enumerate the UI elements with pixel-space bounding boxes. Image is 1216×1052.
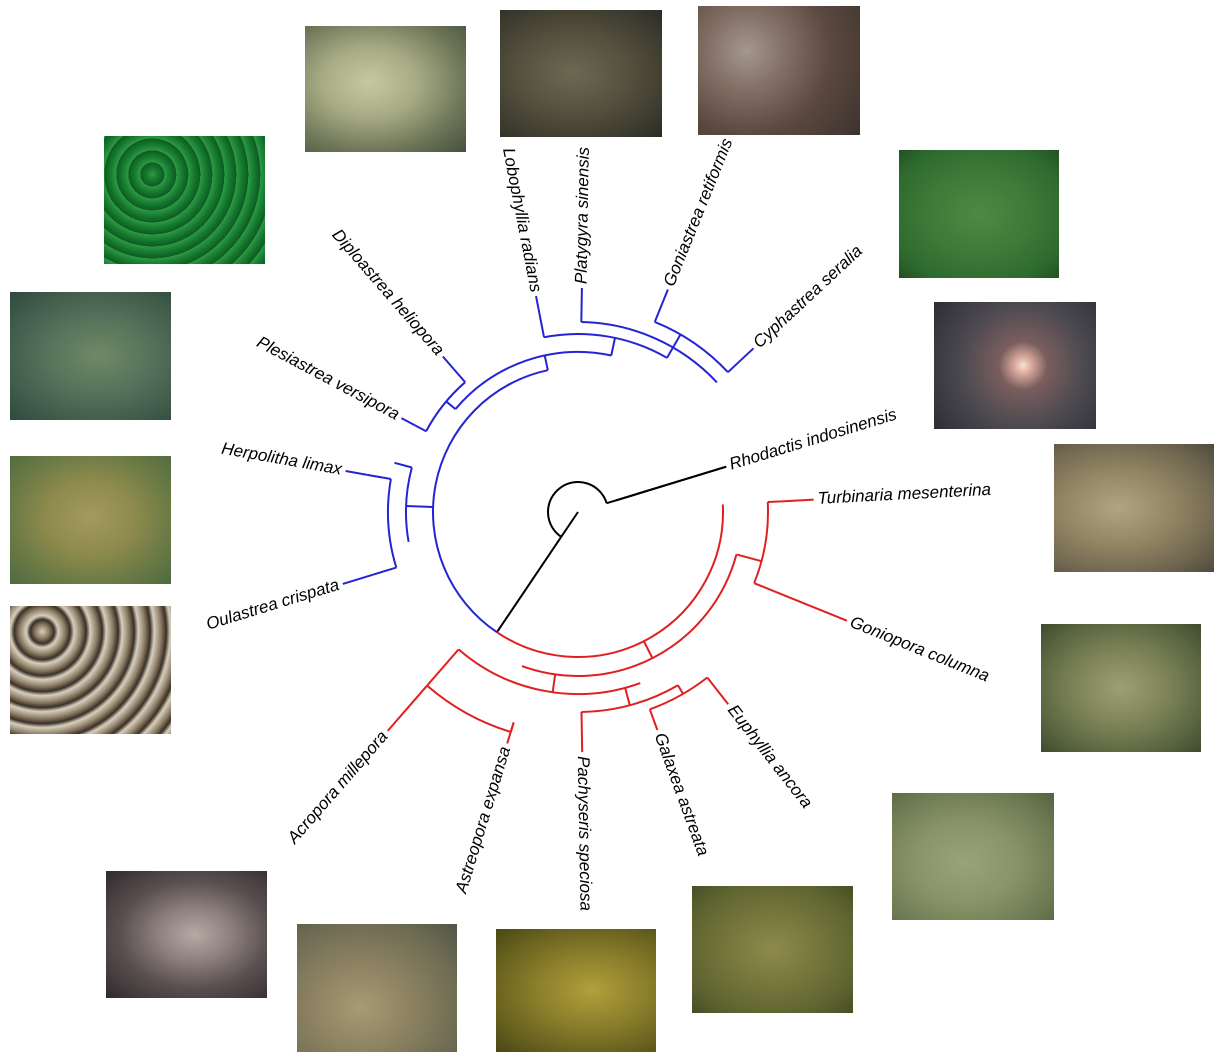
leaf-plesiastrea [401,418,415,426]
root-arc [548,482,607,537]
taxon-label-galaxea: Galaxea astreata [651,730,713,858]
taxon-label-pachyseris: Pachyseris speciosa [574,756,596,911]
leaf-herpolitha [346,471,368,475]
arc-turb-gon [754,502,768,583]
taxon-label-acropora: Acropora millepora [283,727,392,848]
stem-acro-ast [427,649,458,685]
stem-robust-complex [611,338,615,356]
leaf-galaxea [653,719,657,730]
arc-gal-eup [650,677,707,709]
leaf-euphyllia [717,690,728,704]
stem-galaxea [650,709,653,718]
stem-complex-top [545,355,548,370]
stem-turb-gon [736,554,761,561]
stem-herp-oul [394,463,411,468]
arc-acro-ast [427,686,511,732]
arc-cyph-gon [655,322,728,372]
leaf-cyphastrea [743,348,754,358]
leaf-lobophyllia [536,296,539,314]
taxon-label-euphyllia: Euphyllia ancora [724,701,816,812]
stem-goniastrea [655,303,662,322]
leaf-rhodactis [616,467,726,501]
stem-cgp [667,347,673,357]
taxon-label-oulastrea: Oulastrea crispata [204,575,341,634]
leaf-goniastrea [662,289,668,303]
stem-goniopora [754,583,774,591]
stem-lower-complex [406,506,433,507]
taxon-label-platygyra: Platygyra sinensis [571,146,592,284]
taxon-label-goniastrea: Goniastrea retiformis [660,135,737,289]
stem-acro-ast-group [553,674,556,692]
arc-lower-complex [406,467,412,541]
stem-lobophyllia [539,314,544,338]
stem-robust-inner [644,641,653,658]
taxon-label-diploastrea: Diploastrea heliopora [328,225,448,359]
taxon-label-lobophyllia: Lobophyllia radians [499,146,546,294]
leaf-astreopora [507,722,513,743]
stem-plesiastrea-a [416,426,427,432]
leaf-diploastrea [443,357,453,369]
stem-euphyllia [707,677,717,690]
taxon-label-turbinaria: Turbinaria mesenterina [817,480,991,508]
leaf-turbinaria [782,500,814,502]
stem-herpolitha [367,475,391,479]
stem-gal-eup [678,685,683,694]
stem-diploastrea [453,369,465,383]
leaf-oulastrea [343,575,374,584]
root-stub [561,512,578,537]
arc-complex-upper [455,352,611,409]
leaf-acropora [388,705,410,731]
arc-pgE [581,685,678,712]
stem-pgE [625,688,630,705]
stem-turbinaria [768,501,782,502]
stem-cyphastrea [728,359,743,373]
leaf-goniopora [775,591,847,620]
taxon-label-cyphastrea: Cyphastrea seralia [749,241,866,352]
taxon-label-plesiastrea: Plesiastrea versipora [254,332,403,423]
stem-plesi-diplo [446,401,455,409]
taxon-label-astreopora: Astreopora expansa [451,744,514,896]
arc-plesi-diplo [426,382,465,431]
taxon-label-rhodactis: Rhodactis indosinensis [727,404,899,473]
stem-cyph-gon [673,334,681,347]
taxon-label-herpolitha: Herpolitha limax [220,439,344,479]
arc-cgp [581,322,717,382]
arc-herp-oul [388,479,396,568]
arc-robust-inner [522,554,737,676]
taxon-label-goniopora: Goniopora columna [847,612,992,685]
stem-oulastrea [373,568,396,575]
arc-complex-base [433,370,548,632]
stem-main [497,537,561,632]
stem-acropora [410,686,427,706]
